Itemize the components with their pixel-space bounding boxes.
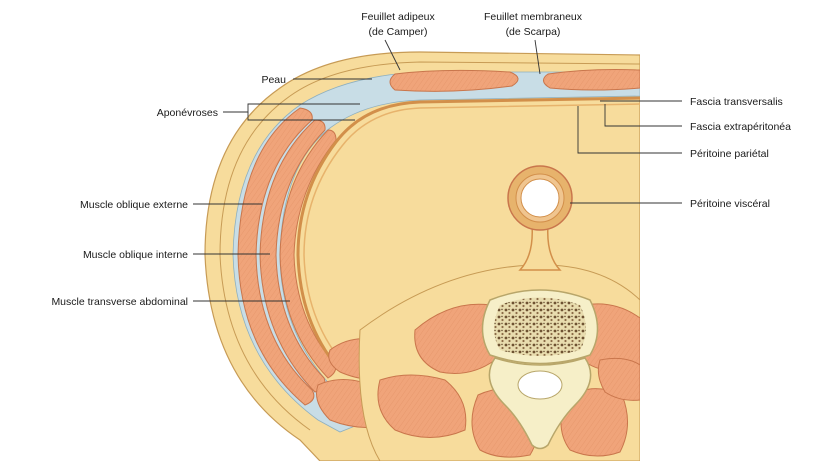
label-peau: Peau <box>261 74 286 86</box>
label-fascia-extraperitoneal: Fascia extrapéritonéa <box>690 121 791 133</box>
rectus-muscle-right <box>543 70 640 91</box>
label-peritoine-parietal: Péritoine pariétal <box>690 148 769 160</box>
anatomy-drawing <box>205 52 640 461</box>
label-aponevroses: Aponévroses <box>157 107 218 119</box>
label-scarpa-line2: (de Scarpa) <box>506 26 561 38</box>
label-peritoine-visceral: Péritoine viscéral <box>690 198 770 210</box>
label-muscle-oblique-externe: Muscle oblique externe <box>80 199 188 211</box>
label-muscle-oblique-interne: Muscle oblique interne <box>83 249 188 261</box>
label-muscle-transverse: Muscle transverse abdominal <box>51 296 188 308</box>
spinal-canal <box>518 371 562 399</box>
label-camper-line1: Feuillet adipeux <box>361 11 435 23</box>
cancellous-bone <box>494 298 586 357</box>
label-fascia-transversalis: Fascia transversalis <box>690 96 783 108</box>
label-camper-line2: (de Camper) <box>369 26 428 38</box>
label-scarpa-line1: Feuillet membraneux <box>484 11 583 23</box>
